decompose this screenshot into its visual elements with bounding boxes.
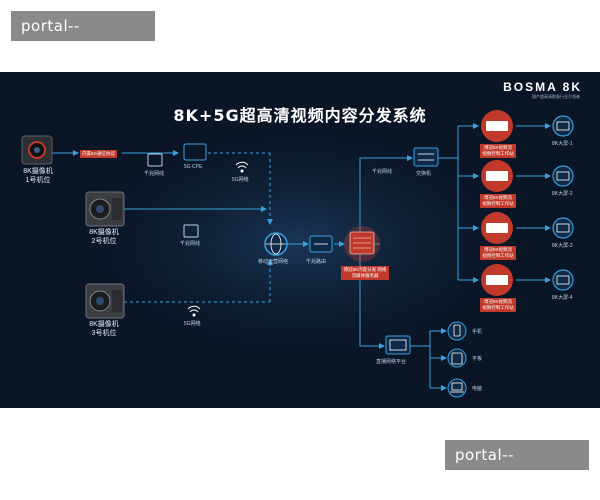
globe-icon (264, 232, 288, 256)
brand-subtitle: 国产超高清影像行业引领者 (532, 94, 580, 99)
gige-icon-1 (147, 153, 163, 167)
label-gige-2: 千兆网线 (180, 241, 201, 247)
label-screen-3: 8K大屏-3 (552, 243, 573, 249)
label-router: 千兆路由 (306, 259, 327, 265)
label-decoder-1: 博冠8K视频流 视频控制工作站 (480, 144, 516, 158)
phone-icon (447, 321, 467, 341)
label-live-platform: 直播网络平台 (376, 359, 407, 365)
camera-2-icon (85, 191, 125, 227)
brand-logo: BOSMA 8K (503, 80, 582, 94)
gige-icon-2 (183, 224, 199, 238)
label-5g-network-1: 5G网络 (232, 177, 249, 183)
wifi-5g-icon-1 (235, 161, 249, 173)
decoder-icons (481, 110, 513, 296)
diagram-svg (0, 72, 600, 408)
label-gige-1: 千兆网线 (144, 171, 165, 177)
label-gige-3: 千兆网线 (372, 169, 393, 175)
label-switch: 交换机 (416, 171, 432, 177)
cpe-icon (183, 143, 207, 161)
wifi-5g-icon-2 (187, 305, 201, 317)
label-screen-2: 8K大屏-2 (552, 191, 573, 197)
laptop-icon (447, 378, 467, 398)
label-pc: 电脑 (472, 386, 483, 392)
label-phone: 手机 (472, 329, 483, 335)
label-5g-cpe: 5G CPE (184, 164, 203, 170)
screen-icons (552, 115, 574, 291)
tablet-icon (447, 348, 467, 368)
label-screen-4: 8K大屏-4 (552, 295, 573, 301)
label-decoder-2: 博冠8K视频流 视频控制工作站 (480, 194, 516, 208)
camera-1-icon (21, 135, 53, 165)
server-icon (344, 226, 380, 262)
live-platform-icon (385, 335, 411, 355)
label-decoder-4: 博冠8K视频流 视频控制工作站 (480, 298, 516, 312)
diagram-panel: 8K+5G超高清视频内容分发系统 BOSMA 8K 国产超高清影像行业引领者 8… (0, 72, 600, 408)
switch-icon (413, 147, 439, 167)
label-decoder-3: 博冠8K视频流 视频控制工作站 (480, 246, 516, 260)
watermark-top: portal--ayx.com (11, 11, 155, 65)
label-screen-1: 8K大屏-1 (552, 141, 573, 147)
label-5g-network-2: 5G网络 (184, 321, 201, 327)
label-mobile-network: 移动运营网络 (258, 259, 289, 265)
camera-3-icon (85, 283, 125, 319)
label-server: 博冠8K内容分发 网络流媒体服务器 (341, 266, 389, 280)
router-icon (309, 235, 333, 253)
label-tablet: 平板 (472, 356, 483, 362)
watermark-bottom: portal--ayx.com (445, 440, 589, 494)
diagram-title: 8K+5G超高清视频内容分发系统 (173, 106, 427, 125)
tag-5g-protocol: 内置5G通信协议 (80, 150, 118, 158)
